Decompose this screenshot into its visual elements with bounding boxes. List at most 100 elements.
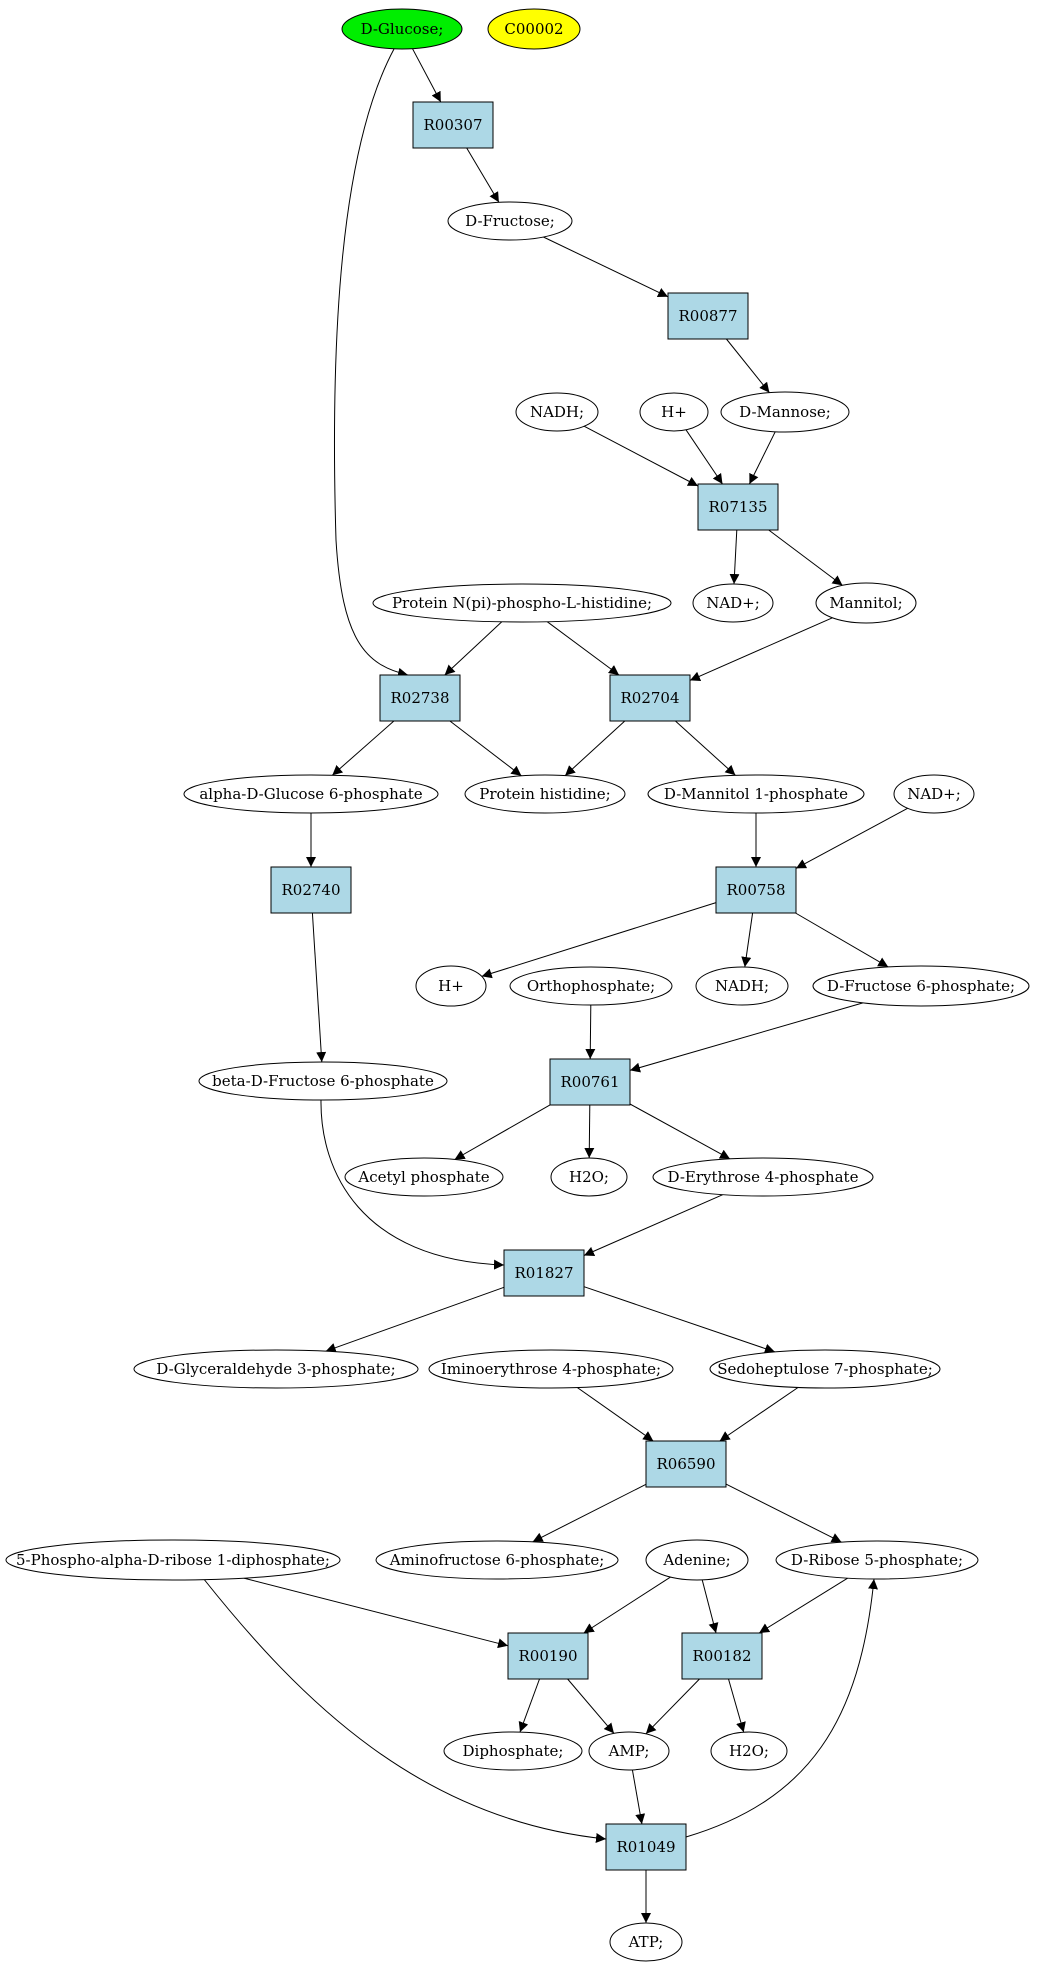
compound-node-iminoerythrose4p[interactable]: Iminoerythrose 4-phosphate; bbox=[428, 1349, 674, 1389]
edge-c-prpp-to-r-r00190 bbox=[243, 1577, 509, 1649]
reaction-box bbox=[667, 292, 749, 340]
edge-r-r02704-to-c-mannitol1p bbox=[675, 720, 736, 776]
reaction-node-r02740[interactable]: R02740 bbox=[270, 866, 352, 914]
compound-ellipse bbox=[709, 1349, 941, 1389]
compound-node-erythrose4p[interactable]: D-Erythrose 4-phosphate bbox=[652, 1157, 874, 1197]
reaction-node-r00182[interactable]: R00182 bbox=[681, 1632, 763, 1680]
edge-r-r07135-to-c-mannitol bbox=[768, 529, 843, 586]
reaction-node-r00307[interactable]: R00307 bbox=[412, 101, 494, 149]
node-label: D-Glucose; bbox=[361, 20, 444, 38]
node-label: alpha-D-Glucose 6-phosphate bbox=[199, 785, 422, 803]
edge-arrow bbox=[768, 529, 843, 586]
reaction-node-r01049[interactable]: R01049 bbox=[605, 1823, 687, 1871]
compound-node-acetylp[interactable]: Acetyl phosphate bbox=[344, 1157, 504, 1197]
node-label: H2O; bbox=[569, 1168, 609, 1186]
edge-r-r00182-to-c-h2o-2 bbox=[728, 1678, 746, 1733]
node-label: Adenine; bbox=[662, 1551, 730, 1569]
compound-ellipse bbox=[428, 1349, 674, 1389]
edge-c-ribose5p-to-r-r00182 bbox=[758, 1577, 848, 1634]
reaction-node-r00758[interactable]: R00758 bbox=[715, 866, 797, 914]
compound-node-h-2[interactable]: H+ bbox=[415, 965, 487, 1007]
edge-c-fructose-to-r-r00877 bbox=[543, 236, 669, 298]
compound-node-h2o-1[interactable]: H2O; bbox=[550, 1157, 628, 1197]
compound-node-glucose6p[interactable]: alpha-D-Glucose 6-phosphate bbox=[183, 774, 439, 814]
edge-c-nadplus-2-to-r-r00758 bbox=[795, 807, 908, 869]
compound-node-glucose[interactable]: D-Glucose; bbox=[341, 8, 463, 50]
edge-arrow bbox=[583, 425, 699, 487]
compound-ellipse bbox=[372, 583, 672, 623]
compound-node-mannitol1p[interactable]: D-Mannitol 1-phosphate bbox=[647, 774, 865, 814]
edge-arrow bbox=[532, 1483, 647, 1543]
compound-node-fructose6p[interactable]: D-Fructose 6-phosphate; bbox=[812, 965, 1030, 1007]
edge-c-mannose-to-r-r07135 bbox=[748, 431, 776, 485]
reaction-box bbox=[549, 1058, 631, 1106]
compound-node-nadh-2[interactable]: NADH; bbox=[695, 966, 789, 1006]
edge-arrow bbox=[795, 807, 908, 869]
compound-node-bfructose6p[interactable]: beta-D-Fructose 6-phosphate bbox=[198, 1061, 448, 1101]
edge-arrow bbox=[748, 431, 776, 485]
compound-node-orthophosphate[interactable]: Orthophosphate; bbox=[509, 966, 673, 1006]
compound-node-h2o-2[interactable]: H2O; bbox=[710, 1731, 788, 1771]
compound-ellipse bbox=[692, 583, 774, 623]
reaction-node-r06590[interactable]: R06590 bbox=[645, 1440, 727, 1488]
edge-arrow bbox=[728, 1678, 746, 1733]
node-label: NADH; bbox=[715, 977, 769, 995]
compound-node-amp[interactable]: AMP; bbox=[588, 1731, 670, 1771]
edge-c-bfructose6p-to-r-r01827 bbox=[320, 1099, 505, 1270]
edge-arrow bbox=[675, 720, 736, 776]
edge-c-adenine-to-r-r00182 bbox=[701, 1579, 719, 1634]
compound-ellipse bbox=[550, 1157, 628, 1197]
compound-node-sedoheptulose7p[interactable]: Sedoheptulose 7-phosphate; bbox=[709, 1349, 941, 1389]
compound-node-h-1[interactable]: H+ bbox=[639, 392, 709, 432]
edge-r-r01049-to-c-ribose5p bbox=[685, 1578, 878, 1838]
edge-arrow bbox=[631, 1769, 646, 1825]
edge-r-r00758-to-c-h-2 bbox=[481, 902, 717, 979]
node-label: R00307 bbox=[423, 116, 482, 134]
compound-node-adenine[interactable]: Adenine; bbox=[645, 1539, 749, 1581]
reaction-node-r02704[interactable]: R02704 bbox=[609, 674, 691, 722]
compound-node-c00002[interactable]: C00002 bbox=[487, 8, 581, 50]
compound-ellipse bbox=[464, 774, 626, 814]
compound-node-ribose5p[interactable]: D-Ribose 5-phosphate; bbox=[775, 1540, 979, 1580]
compound-node-nadplus-2[interactable]: NAD+; bbox=[893, 774, 975, 814]
compound-node-prpp[interactable]: 5-Phospho-alpha-D-ribose 1-diphosphate; bbox=[5, 1539, 341, 1581]
compound-node-mannose[interactable]: D-Mannose; bbox=[720, 391, 850, 433]
edge-arrow bbox=[685, 1578, 878, 1838]
reaction-node-r00761[interactable]: R00761 bbox=[549, 1058, 631, 1106]
edges-layer bbox=[202, 48, 908, 1923]
node-label: beta-D-Fructose 6-phosphate bbox=[212, 1072, 434, 1090]
edge-c-prpp-to-r-r01049 bbox=[202, 1577, 607, 1843]
node-label: Aminofructose 6-phosphate; bbox=[389, 1551, 605, 1569]
edge-arrow bbox=[454, 1104, 551, 1160]
compound-node-atp[interactable]: ATP; bbox=[609, 1922, 683, 1962]
compound-node-mannitol[interactable]: Mannitol; bbox=[815, 582, 917, 624]
reaction-node-r00877[interactable]: R00877 bbox=[667, 292, 749, 340]
edge-arrow bbox=[758, 1577, 848, 1634]
reaction-node-r01827[interactable]: R01827 bbox=[503, 1249, 585, 1297]
compound-node-fructose[interactable]: D-Fructose; bbox=[447, 201, 573, 241]
edge-arrow bbox=[583, 1576, 671, 1634]
reaction-box bbox=[379, 674, 461, 722]
edge-arrow bbox=[685, 429, 723, 485]
compound-node-diphosphate[interactable]: Diphosphate; bbox=[443, 1731, 583, 1771]
compound-node-protein-phospho[interactable]: Protein N(pi)-phospho-L-histidine; bbox=[372, 583, 672, 623]
compound-ellipse bbox=[375, 1540, 619, 1580]
reaction-box bbox=[270, 866, 352, 914]
edge-r-r00877-to-c-mannose bbox=[726, 338, 770, 393]
edge-arrow bbox=[719, 1387, 799, 1442]
compound-node-glyceraldehyde3p[interactable]: D-Glyceraldehyde 3-phosphate; bbox=[133, 1349, 419, 1389]
edge-r-r00761-to-c-erythrose4p bbox=[629, 1103, 731, 1160]
edge-arrow bbox=[567, 1678, 615, 1734]
edge-arrow bbox=[243, 1577, 509, 1649]
reaction-node-r07135[interactable]: R07135 bbox=[697, 483, 779, 531]
compound-node-nadh-1[interactable]: NADH; bbox=[515, 392, 599, 432]
compound-ellipse bbox=[695, 966, 789, 1006]
compound-node-nadplus-1[interactable]: NAD+; bbox=[692, 583, 774, 623]
edge-arrow bbox=[564, 720, 626, 776]
reaction-node-r00190[interactable]: R00190 bbox=[507, 1632, 589, 1680]
reaction-node-r02738[interactable]: R02738 bbox=[379, 674, 461, 722]
edge-arrow bbox=[543, 236, 669, 298]
compound-node-aminofructose6p[interactable]: Aminofructose 6-phosphate; bbox=[375, 1540, 619, 1580]
compound-node-protein-his[interactable]: Protein histidine; bbox=[464, 774, 626, 814]
edge-c-iminoerythrose4p-to-r-r06590 bbox=[577, 1387, 654, 1442]
